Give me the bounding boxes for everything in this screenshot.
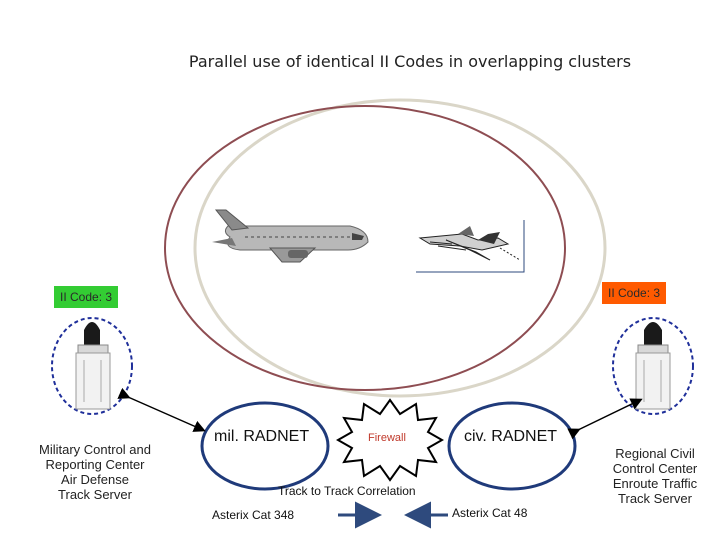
right-site-label: Regional Civil Control Center Enroute Tr… (592, 446, 718, 506)
right-site-line: Control Center (612, 461, 698, 476)
legend-civ-label: Asterix Cat 48 (452, 506, 528, 520)
left-site-line: Military Control and (39, 442, 151, 457)
left-site-line: Air Defense (61, 472, 129, 487)
airliner-icon (212, 209, 369, 263)
right-link-arrow (567, 398, 643, 440)
military-jet-icon (418, 226, 521, 261)
left-radar-tower-icon (51, 317, 133, 415)
civil-coverage-circle (193, 98, 607, 398)
corner-line (416, 220, 525, 273)
left-site-line: Reporting Center (45, 457, 145, 472)
firewall-burst (335, 398, 445, 482)
firewall-label: Firewall (368, 432, 406, 444)
military-coverage-circle (164, 105, 566, 391)
right-site-line: Track Server (618, 491, 692, 506)
mil-radnet-label: mil. RADNET (214, 428, 310, 445)
correlation-label: Track to Track Correlation (278, 484, 416, 498)
right-code-badge: II Code: 3 (602, 282, 667, 304)
right-site-line: Enroute Traffic (612, 476, 698, 491)
diagram-title: Parallel use of identical II Codes in ov… (188, 52, 632, 71)
legend-mil-label: Asterix Cat 348 (212, 508, 295, 522)
right-radar-tower-icon (612, 317, 694, 415)
mil-radnet-ellipse (200, 401, 330, 491)
right-site-line: Regional Civil (615, 446, 695, 461)
left-link-arrow (117, 387, 206, 432)
left-site-line: Track Server (58, 487, 132, 502)
civ-radnet-ellipse (447, 401, 577, 491)
civ-radnet-label: civ. RADNET (464, 428, 558, 445)
left-site-label: Military Control and Reporting Center Ai… (20, 442, 170, 502)
left-code-badge: II Code: 3 (54, 286, 119, 308)
